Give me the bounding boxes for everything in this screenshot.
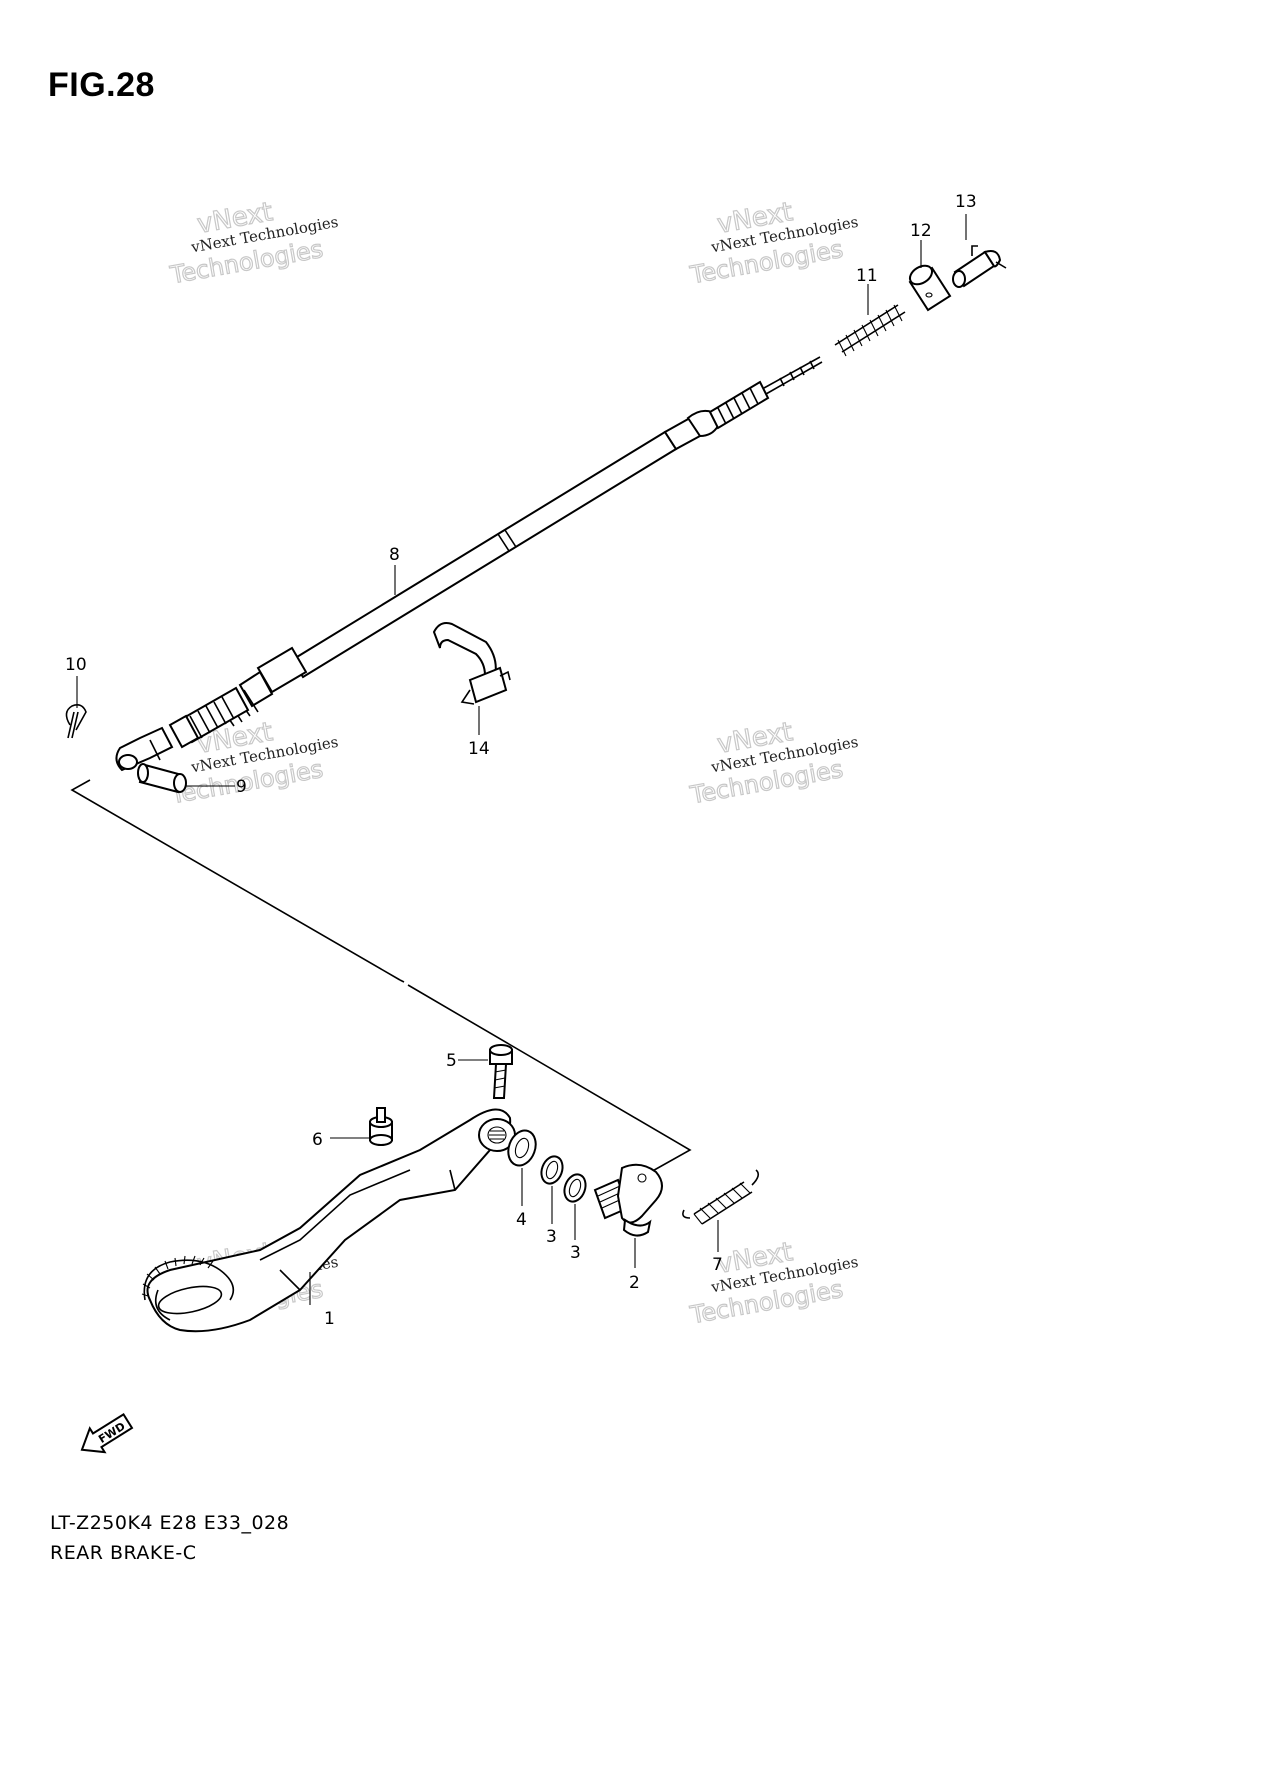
clevis-pin: [137, 763, 187, 794]
figure-title: FIG.28: [48, 66, 155, 104]
callout-7: 7: [712, 1255, 723, 1275]
callout-3a: 3: [546, 1227, 557, 1247]
assembly-line: [70, 779, 692, 1179]
cotter-pin: [65, 704, 87, 739]
callout-4: 4: [516, 1210, 527, 1230]
model-code: LT-Z250K4 E28 E33_028: [50, 1512, 290, 1534]
washer-3b: [563, 1173, 587, 1203]
cable-joint: [908, 264, 952, 312]
callout-3b: 3: [570, 1243, 581, 1263]
washer-3a: [540, 1155, 564, 1185]
return-spring: [682, 1169, 760, 1225]
washer-4: [507, 1129, 537, 1167]
callout-8: 8: [389, 545, 400, 565]
watermark-6: vNext vNext Technologies Technologies: [687, 1237, 860, 1331]
cable-clamp: [432, 622, 511, 705]
callout-9: 9: [236, 777, 247, 797]
assembly-line-gap: [399, 979, 405, 983]
callout-10: 10: [65, 655, 87, 675]
diagram-footer: LT-Z250K4 E28 E33_028 REAR BRAKE-C: [50, 1508, 289, 1568]
brake-arm: [593, 1163, 663, 1237]
callout-5: 5: [446, 1051, 457, 1071]
bolt: [489, 1044, 513, 1099]
section-name: REAR BRAKE-C: [50, 1542, 197, 1564]
watermark-1: vNext vNext Technologies Technologies: [167, 197, 340, 291]
watermark-4: vNext vNext Technologies Technologies: [687, 717, 860, 811]
callout-13: 13: [955, 192, 977, 212]
fwd-arrow-icon: FWD: [80, 1412, 134, 1454]
callout-2: 2: [629, 1273, 640, 1293]
callout-1: 1: [324, 1309, 335, 1329]
callout-11: 11: [856, 266, 878, 286]
leader-lines: [76, 214, 967, 1305]
brake-cable: [115, 356, 823, 772]
brake-pedal: [141, 1108, 516, 1333]
nut: [369, 1107, 393, 1146]
callout-14: 14: [468, 739, 490, 759]
callout-12: 12: [910, 221, 932, 241]
cable-pin: [952, 245, 1007, 288]
callout-6: 6: [312, 1130, 323, 1150]
cable-spring: [834, 304, 906, 357]
watermark-2: vNext vNext Technologies Technologies: [687, 197, 860, 291]
